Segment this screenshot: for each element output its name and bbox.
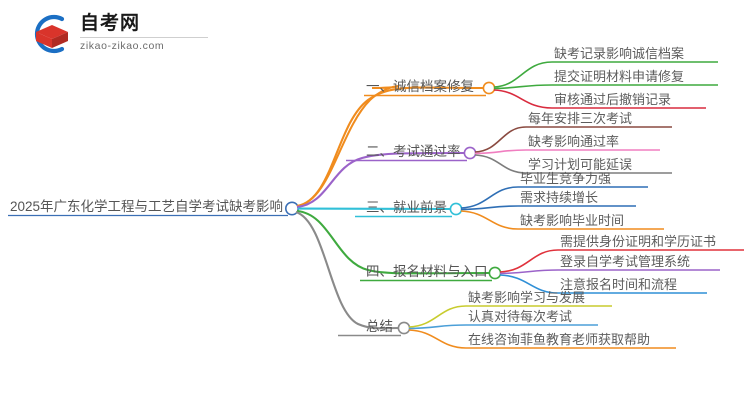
branch-5-connector: [295, 211, 400, 330]
root-label: 2025年广东化学工程与工艺自学考试缺考影响: [10, 199, 283, 214]
branch-2-leaf-1-connector: [474, 126, 672, 153]
branch-5-label: 总结: [366, 319, 393, 334]
logo-divider: [80, 37, 208, 38]
mindmap-root-node[interactable]: 2025年广东化学工程与工艺自学考试缺考影响: [8, 199, 299, 217]
branch-5-leaf-2-label: 认真对待每次考试: [468, 309, 572, 324]
logo-title: 自考网: [80, 13, 141, 34]
branch-3-leaf-3-connector: [460, 210, 664, 230]
branch-4-connector: [296, 209, 491, 275]
graduation-cap-icon: [28, 12, 74, 56]
branch-2-leaf-1-label: 每年安排三次考试: [528, 111, 632, 126]
branch-1-leaf-1-label: 缺考记录影响诚信档案: [554, 46, 684, 61]
branch-4-leaf-1-label: 需提供身份证明和学历证书: [560, 234, 716, 249]
branch-4-leaf-2-label: 登录自学考试管理系统: [560, 254, 690, 269]
branch-4-leaf-2-connector: [499, 269, 720, 275]
branch-1-leaf-1-connector: [493, 61, 718, 88]
branch-1-leaf-2-connector: [493, 84, 718, 90]
branch-4-leaf-1-connector: [499, 249, 744, 273]
mindmap-branch-3[interactable]: 三、就业前景 毕业生竞争力强 需求持续增长 缺考影响毕业时间: [297, 171, 664, 230]
branch-2-node-circle[interactable]: [463, 146, 477, 160]
branch-1-label: 一、诚信档案修复: [366, 78, 474, 94]
mindmap-branch-5[interactable]: 总结 缺考影响学习与发展 认真对待每次考试 在线咨询菲鱼教育老师获取帮助: [295, 211, 676, 349]
branch-3-node-circle[interactable]: [449, 202, 463, 216]
branch-2-label: 二、考试通过率: [366, 143, 461, 159]
mindmap-branch-2[interactable]: 二、考试通过率 每年安排三次考试 缺考影响通过率 学习计划可能延误: [296, 111, 672, 209]
branch-1-leaf-3-connector: [493, 89, 706, 109]
branch-1-connector-curve: [296, 86, 485, 208]
branch-3-leaf-2-label: 需求持续增长: [520, 190, 598, 205]
branch-4-label: 四、报名材料与入口: [366, 264, 488, 279]
branch-3-leaf-1-connector: [460, 186, 648, 209]
branch-1-leaf-2-label: 提交证明材料申请修复: [554, 69, 684, 84]
logo-subtitle: zikao-zikao.com: [80, 40, 165, 52]
branch-5-node-circle[interactable]: [397, 321, 411, 335]
branch-4-node-circle[interactable]: [488, 266, 502, 280]
branch-3-label: 三、就业前景: [366, 199, 447, 215]
branch-4-leaf-3-connector: [499, 274, 707, 294]
branch-5-leaf-2-connector: [408, 324, 598, 330]
branch-5-leaf-1-label: 缺考影响学习与发展: [468, 290, 585, 305]
branch-3-leaf-2-connector: [460, 205, 636, 211]
branch-2-leaf-2-connector: [474, 149, 660, 155]
branch-5-leaf-3-connector: [408, 329, 676, 349]
branch-5-leaf-3-label: 在线咨询菲鱼教育老师获取帮助: [468, 332, 650, 347]
mindmap-branch-1[interactable]: 一、诚信档案修复 缺考记录影响诚信档案 提交证明材料申请修复 审核通过后撤销记录: [296, 46, 718, 208]
branch-1-leaf-3-label: 审核通过后撤销记录: [554, 92, 671, 107]
site-logo: 自考网 zikao-zikao.com: [28, 10, 218, 58]
branch-3-leaf-3-label: 缺考影响毕业时间: [520, 213, 624, 228]
branch-2-leaf-2-label: 缺考影响通过率: [528, 134, 619, 149]
branch-2-connector: [296, 151, 466, 209]
branch-2-leaf-3-connector: [474, 154, 672, 174]
branch-1-node-circle[interactable]: [482, 81, 496, 95]
branch-4-leaf-3-label: 注意报名时间和流程: [560, 277, 677, 292]
branch-5-leaf-1-connector: [408, 305, 612, 328]
branch-2-leaf-3-label: 学习计划可能延误: [528, 157, 632, 172]
branch-3-leaf-1-label: 毕业生竞争力强: [520, 171, 611, 186]
mindmap-branch-4[interactable]: 四、报名材料与入口 需提供身份证明和学历证书 登录自学考试管理系统 注意报名时间…: [296, 209, 744, 294]
